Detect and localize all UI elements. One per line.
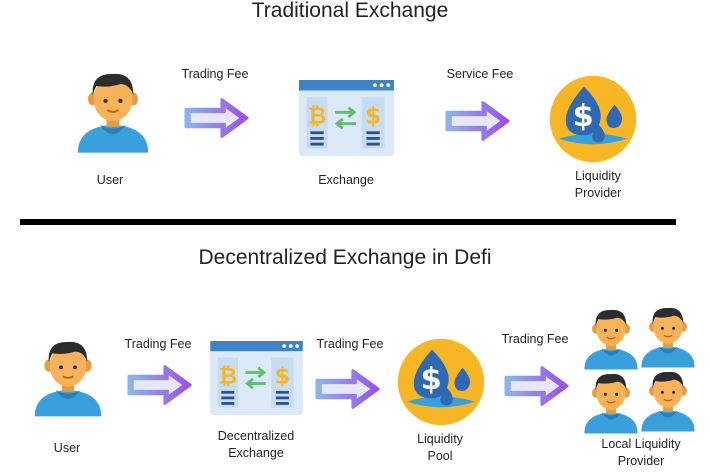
- top-provider-label-line2: Provider: [574, 186, 622, 200]
- section-divider: [20, 219, 676, 225]
- liquidity-pool-icon: [396, 337, 486, 427]
- bottom-title: Decentralized Exchange in Defi: [198, 246, 492, 269]
- user-icon: [76, 66, 150, 156]
- local-provider-user-icon: [640, 304, 696, 368]
- bottom-dex-label-line1: Decentralized: [217, 429, 295, 443]
- top-service-fee-label: Service Fee: [446, 67, 514, 81]
- top-user-label: User: [96, 173, 124, 187]
- local-provider-user-icon: [640, 368, 696, 432]
- bottom-pool-label-line2: Pool: [427, 449, 453, 463]
- bottom-trading-fee-label-1: Trading Fee: [124, 337, 192, 351]
- user-icon: [33, 332, 103, 422]
- bottom-user-label: User: [53, 441, 81, 455]
- exchange-icon: [297, 80, 396, 156]
- local-provider-user-icon: [583, 370, 639, 434]
- right-arrow-icon: [444, 99, 512, 143]
- top-provider-label-line1: Liquidity: [575, 169, 621, 183]
- local-provider-user-icon: [583, 306, 639, 370]
- right-arrow-icon: [503, 364, 571, 408]
- bottom-local-label-line2: Provider: [617, 454, 665, 468]
- top-trading-fee-label: Trading Fee: [181, 67, 249, 81]
- top-title: Traditional Exchange: [251, 0, 449, 22]
- bottom-trading-fee-label-2: Trading Fee: [316, 337, 384, 351]
- right-arrow-icon: [183, 96, 251, 140]
- exchange-icon: [208, 341, 305, 415]
- top-exchange-label: Exchange: [318, 173, 374, 187]
- liquidity-provider-icon: [548, 74, 638, 164]
- right-arrow-icon: [314, 367, 382, 411]
- bottom-trading-fee-label-3: Trading Fee: [501, 332, 569, 346]
- bottom-dex-label-line2: Exchange: [228, 446, 284, 460]
- bottom-local-label-line1: Local Liquidity: [601, 437, 681, 451]
- right-arrow-icon: [126, 363, 194, 407]
- bottom-pool-label-line1: Liquidity: [417, 432, 463, 446]
